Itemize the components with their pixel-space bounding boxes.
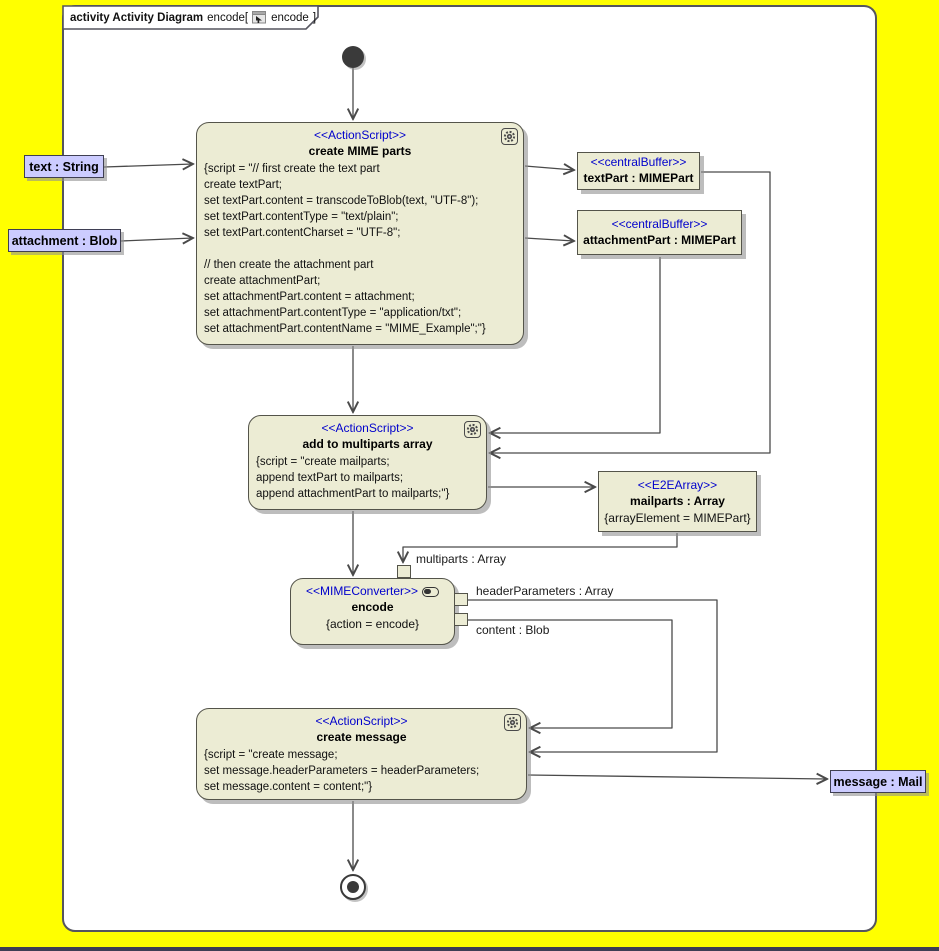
- window-bottom-edge: [0, 947, 939, 951]
- action-name: create MIME parts: [308, 144, 412, 158]
- pin-label-headerparameters: headerParameters : Array: [476, 584, 614, 598]
- object-node-text-string[interactable]: text : String: [24, 155, 104, 178]
- edge-headerparameters-to-create-message[interactable]: [468, 599, 718, 752]
- object-node-attachment-blob[interactable]: attachment : Blob: [8, 229, 121, 252]
- stereotype-label: <<E2EArray>>: [637, 477, 718, 492]
- initial-node[interactable]: [342, 46, 364, 68]
- action-encode[interactable]: <<MIMEConverter>> encode {action = encod…: [290, 578, 455, 645]
- action-name: add to multiparts array: [302, 437, 433, 451]
- action-name: create message: [316, 730, 407, 744]
- object-node-label: text : String: [29, 159, 99, 174]
- input-pin-multiparts[interactable]: [397, 565, 411, 578]
- frame-title-close: ]: [312, 11, 317, 24]
- object-node-mailparts-array[interactable]: <<E2EArray>> mailparts : Array {arrayEle…: [598, 471, 757, 532]
- action-script-body: {script = "create mailparts;append textP…: [256, 456, 450, 500]
- edge-create-mime-to-textpart[interactable]: [524, 166, 574, 170]
- edge-create-mime-to-attachmentpart[interactable]: [524, 238, 574, 241]
- edge-text-to-create-mime[interactable]: [103, 164, 193, 167]
- action-create-message[interactable]: <<ActionScript>> create message {script …: [196, 708, 527, 800]
- stereotype-label: <<MIMEConverter>>: [305, 584, 419, 598]
- structured-node-gear-icon: [501, 128, 518, 145]
- pin-label-multiparts: multiparts : Array: [416, 552, 507, 566]
- edge-attachmentpart-to-add[interactable]: [490, 257, 661, 433]
- output-pin-headerparameters[interactable]: [454, 593, 468, 606]
- stereotype-label: <<ActionScript>>: [313, 128, 407, 142]
- activity-final-node[interactable]: [340, 874, 366, 900]
- frame-title: activity Activity Diagram encode[ encode…: [70, 9, 316, 26]
- edge-content-to-create-message[interactable]: [468, 619, 673, 728]
- behavior-pill-icon: [422, 586, 440, 597]
- edge-mailparts-to-multiparts-pin[interactable]: [403, 533, 678, 562]
- stereotype-row: <<MIMEConverter>>: [291, 579, 454, 599]
- action-script-body: {script = "create message;set message.he…: [204, 749, 480, 793]
- stereotype-label: <<centralBuffer>>: [611, 216, 708, 231]
- buffer-name: textPart : MIMEPart: [583, 171, 694, 185]
- central-buffer-attachmentpart[interactable]: <<centralBuffer>> attachmentPart : MIMEP…: [577, 210, 742, 255]
- output-pin-content[interactable]: [454, 613, 468, 626]
- action-constraint: {action = encode}: [325, 617, 420, 631]
- node-name: mailparts : Array: [630, 493, 725, 508]
- edge-attachment-to-create-mime[interactable]: [120, 238, 193, 241]
- structured-node-gear-icon: [464, 421, 481, 438]
- activity-diagram-icon: [252, 11, 267, 24]
- frame-title-keyword: activity Activity Diagram: [70, 11, 204, 24]
- edge-textpart-to-add[interactable]: [490, 171, 771, 453]
- object-node-label: attachment : Blob: [11, 233, 118, 248]
- structured-node-gear-icon: [504, 714, 521, 731]
- stereotype-label: <<centralBuffer>>: [590, 155, 687, 169]
- action-create-mime-parts[interactable]: <<ActionScript>> create MIME parts {scri…: [196, 122, 524, 345]
- buffer-name: attachmentPart : MIMEPart: [583, 232, 736, 247]
- central-buffer-textpart[interactable]: <<centralBuffer>> textPart : MIMEPart: [577, 152, 700, 190]
- action-name: encode: [351, 600, 394, 614]
- final-node-dot: [347, 881, 359, 893]
- edge-create-message-to-message[interactable]: [527, 775, 827, 779]
- action-script-body: {script = "// first create the text part…: [204, 163, 486, 335]
- stereotype-label: <<ActionScript>>: [321, 421, 414, 435]
- action-add-to-multiparts-array[interactable]: <<ActionScript>> add to multiparts array…: [248, 415, 487, 510]
- object-node-message-mail[interactable]: message : Mail: [830, 770, 926, 793]
- object-node-label: message : Mail: [833, 774, 923, 789]
- pin-label-content: content : Blob: [476, 623, 550, 637]
- stereotype-label: <<ActionScript>>: [315, 714, 408, 728]
- frame-title-name: encode[: [207, 11, 249, 24]
- frame-title-ref: encode: [271, 11, 309, 24]
- node-constraint: {arrayElement = MIMEPart}: [604, 510, 751, 525]
